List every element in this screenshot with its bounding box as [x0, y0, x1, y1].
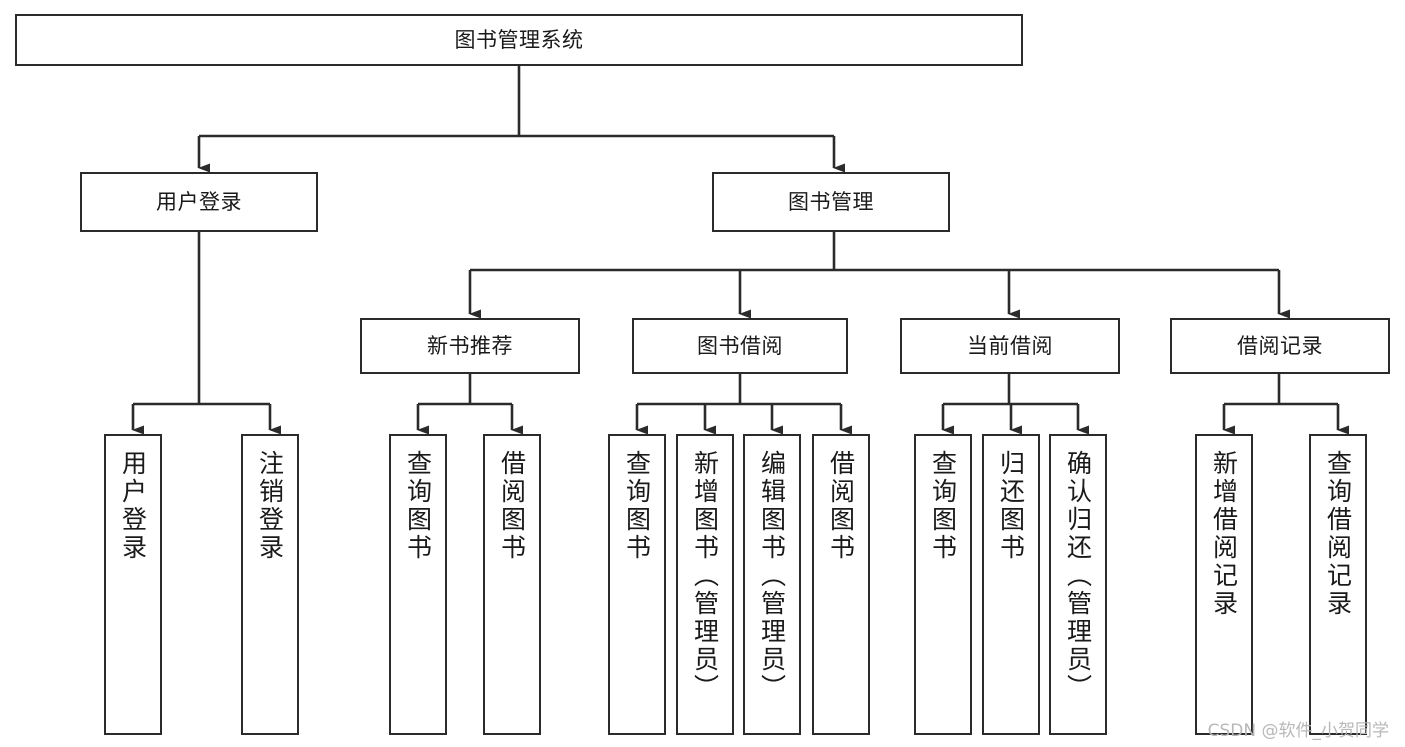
leaf-borrow-record-2[interactable]: 查询借阅记录 [1309, 434, 1367, 735]
node-root[interactable]: 图书管理系统 [15, 14, 1023, 66]
leaf-current-borrow-1[interactable]: 查询图书 [914, 434, 972, 735]
leaf-user-login-1[interactable]: 用户登录 [104, 434, 162, 735]
leaf-book-borrow-3[interactable]: 编辑图书（管理员） [743, 434, 801, 735]
leaf-book-borrow-4[interactable]: 借阅图书 [812, 434, 870, 735]
leaf-user-login-2-label: 注销登录 [255, 450, 285, 562]
node-borrow-record[interactable]: 借阅记录 [1170, 318, 1390, 374]
leaf-new-book-rec-1[interactable]: 查询图书 [389, 434, 447, 735]
node-book-borrow-label: 图书借阅 [697, 333, 783, 358]
node-current-borrow-label: 当前借阅 [967, 333, 1053, 358]
leaf-book-borrow-1[interactable]: 查询图书 [608, 434, 666, 735]
leaf-current-borrow-3[interactable]: 确认归还（管理员） [1049, 434, 1107, 735]
leaf-borrow-record-2-label: 查询借阅记录 [1323, 450, 1353, 618]
leaf-borrow-record-1-label: 新增借阅记录 [1209, 450, 1239, 618]
leaf-borrow-record-1[interactable]: 新增借阅记录 [1195, 434, 1253, 735]
leaf-book-borrow-4-label: 借阅图书 [826, 450, 856, 562]
node-book-management-label: 图书管理 [788, 189, 874, 214]
leaf-book-borrow-1-label: 查询图书 [622, 450, 652, 562]
node-user-login[interactable]: 用户登录 [80, 172, 318, 232]
node-book-management[interactable]: 图书管理 [712, 172, 950, 232]
leaf-book-borrow-2[interactable]: 新增图书（管理员） [676, 434, 734, 735]
node-new-book-recommendation-label: 新书推荐 [427, 333, 513, 358]
node-user-login-label: 用户登录 [156, 189, 242, 214]
leaf-current-borrow-2[interactable]: 归还图书 [982, 434, 1040, 735]
leaf-new-book-rec-1-label: 查询图书 [403, 450, 433, 562]
node-current-borrow[interactable]: 当前借阅 [900, 318, 1120, 374]
leaf-current-borrow-3-label: 确认归还（管理员） [1063, 450, 1093, 702]
leaf-new-book-rec-2-label: 借阅图书 [497, 450, 527, 562]
leaf-current-borrow-2-label: 归还图书 [996, 450, 1026, 562]
leaf-user-login-2[interactable]: 注销登录 [241, 434, 299, 735]
leaf-book-borrow-2-label: 新增图书（管理员） [690, 450, 720, 702]
node-root-label: 图书管理系统 [454, 27, 584, 52]
node-new-book-recommendation[interactable]: 新书推荐 [360, 318, 580, 374]
leaf-book-borrow-3-label: 编辑图书（管理员） [757, 450, 787, 702]
leaf-current-borrow-1-label: 查询图书 [928, 450, 958, 562]
leaf-new-book-rec-2[interactable]: 借阅图书 [483, 434, 541, 735]
leaf-user-login-1-label: 用户登录 [118, 450, 148, 562]
node-book-borrow[interactable]: 图书借阅 [632, 318, 848, 374]
node-borrow-record-label: 借阅记录 [1237, 333, 1323, 358]
